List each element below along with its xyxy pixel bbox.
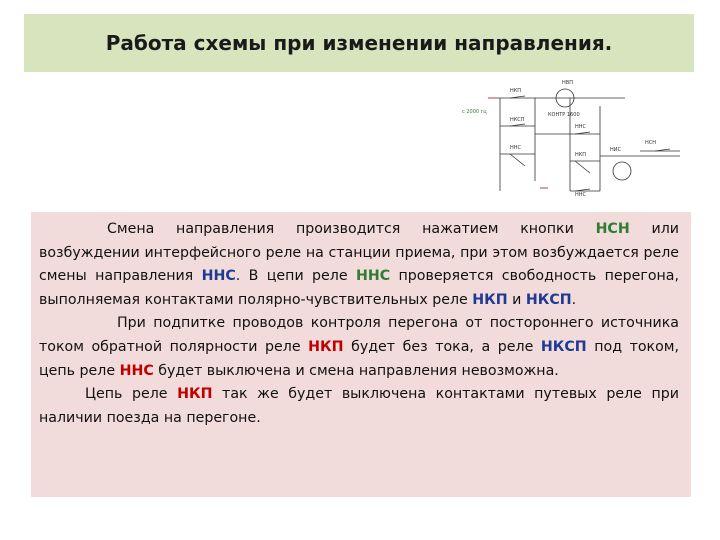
label-nns-2: ННС (575, 124, 587, 130)
text-run: . (571, 291, 577, 308)
text-run: . В цепи реле (235, 268, 356, 285)
highlighted-term: ННС (119, 362, 154, 379)
highlighted-term: НКП (472, 291, 508, 308)
paragraph-2: При подпитке проводов контроля перегона … (39, 312, 679, 383)
label-nkp: НКП (510, 88, 521, 94)
text-run: проверяется свободность перегона, выполн… (39, 268, 679, 308)
label-nns-3: ННС (575, 192, 587, 198)
text-run: так же будет выключена контактами путевы… (39, 386, 680, 426)
paragraph-3: Цепь реле НКП так же будет выключена кон… (39, 383, 679, 430)
explanation-text-box: Смена направления производится нажатием … (31, 212, 691, 497)
text-run: будет без тока, а реле (343, 338, 541, 355)
highlighted-term: НКСП (540, 338, 587, 355)
label-kontr: КОНТР 1600 (548, 112, 580, 118)
label-nns-1: ННС (510, 145, 522, 151)
highlighted-term: ННС (201, 268, 236, 285)
text-run: При подпитке проводов контроля перегона … (39, 315, 679, 355)
label-nis: НИС (610, 147, 622, 153)
highlighted-term: ННС (355, 268, 391, 285)
label-vnp: НВП (562, 80, 573, 86)
text-run: Цепь реле (85, 386, 178, 403)
highlighted-term: НКП (308, 338, 344, 355)
highlighted-term: НКСП (525, 291, 572, 308)
slide-title: Работа схемы при изменении направления. (105, 31, 613, 55)
paragraph-1: Смена направления производится нажатием … (39, 218, 679, 312)
title-bar: Работа схемы при изменении направления. (24, 14, 694, 72)
text-run: и (507, 291, 526, 308)
highlighted-term: НКП (177, 386, 213, 403)
text-run: будет выключена и смена направления нево… (153, 362, 559, 379)
relay-circuit-diagram: НВП НКП с 2000 гц НКСП ННС ННС КОНТР 160… (462, 80, 680, 198)
label-nsn: НСН (645, 140, 656, 146)
text-run: под током, цепь реле (39, 338, 679, 379)
text-run: или возбуждении интерфейсного реле на ст… (39, 221, 679, 285)
label-source: с 2000 гц (462, 109, 487, 115)
label-nksp: НКСП (510, 117, 525, 123)
label-nkp-2: НКП (575, 152, 586, 158)
text-run: Смена направления производится нажатием … (107, 221, 596, 237)
highlighted-term: НСН (595, 221, 630, 237)
